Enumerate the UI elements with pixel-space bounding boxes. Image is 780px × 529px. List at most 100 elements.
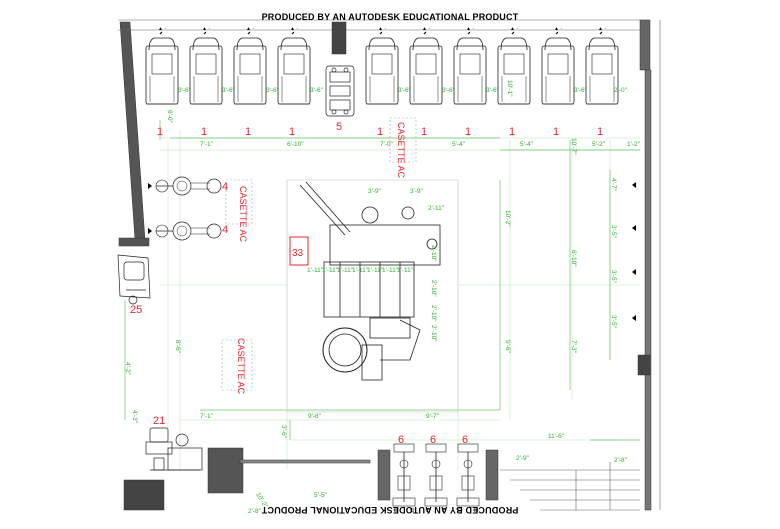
dimension-label: 3'-6" <box>266 87 280 94</box>
tag-bike: 4 <box>222 224 228 236</box>
dimension-label: 2'-8" <box>614 457 628 464</box>
dimension-label: 1'-11" <box>307 267 324 274</box>
dimensions-left: 6'-0" 4'-2" 4'-3" <box>124 110 173 424</box>
dimension-label: 1'-11" <box>352 267 369 274</box>
treadmill <box>233 25 267 105</box>
dimensions-row1: 7'-1" 6'-10" 7'-0" 5'-4" 5'-4" 5'-2" 1'-… <box>200 141 641 148</box>
tag-rower: 6 <box>430 434 436 446</box>
dimensions-long: 10'-2" 6'-10" 9'-6" 10'-7" 8'-6" <box>174 138 577 354</box>
dimension-label: 4'-2" <box>124 362 131 376</box>
tag-treadmill: 1 <box>509 126 515 138</box>
rowing-machine <box>424 443 448 513</box>
dimension-label: 2'-10" <box>430 245 437 262</box>
ac-label-left: CASETTE AC <box>238 186 248 243</box>
dimension-label: 6'-10" <box>287 141 304 148</box>
arrow-markers <box>148 182 636 321</box>
walls <box>118 19 652 511</box>
tag-treadmill: 1 <box>377 126 383 138</box>
dimension-label: 2'-10" <box>430 325 437 342</box>
dimension-label: 5'-4" <box>452 141 466 148</box>
dimension-label: 6'-10" <box>570 250 577 267</box>
dimension-label: 10'-2" <box>504 210 511 227</box>
rowing-machine <box>456 443 480 513</box>
dimension-label: 7'-1" <box>200 413 214 420</box>
dimension-label: 3'-9" <box>410 188 424 195</box>
tag-treadmill: 1 <box>245 126 251 138</box>
dimension-label: 5'-2" <box>592 141 606 148</box>
tag-treadmill: 1 <box>157 126 163 138</box>
dimension-label: 1'-11" <box>337 267 354 274</box>
dimension-label: 8'-6" <box>174 340 181 354</box>
dumbbell-rack <box>325 65 355 117</box>
dimension-label: 3'-6" <box>486 87 500 94</box>
dimensions-station: 3'-9" 3'-9" 2'-11" 1'-11" 1'-11" 1'-11" … <box>307 188 445 342</box>
treadmill <box>277 25 311 105</box>
treadmill <box>189 25 223 105</box>
dimension-label: 3'-6" <box>222 87 236 94</box>
dimension-label: 7'-3" <box>570 340 577 354</box>
dimension-label: 11'-6" <box>548 433 565 440</box>
treadmill <box>497 25 531 105</box>
ac-units <box>221 117 417 391</box>
tag-bike: 4 <box>222 181 228 193</box>
ac-label-top: CASETTE AC <box>396 122 406 179</box>
tag-treadmill: 1 <box>465 126 471 138</box>
treadmill <box>365 25 399 105</box>
dimension-label: 3'-5" <box>610 225 617 239</box>
dimension-label: 3'-6" <box>280 425 287 439</box>
dimension-label: 2'-8" <box>248 508 262 515</box>
dimension-label: 7'-1" <box>200 141 214 148</box>
tag-treadmill: 1 <box>201 126 207 138</box>
tag-rower: 6 <box>398 434 404 446</box>
tag-rack: 5 <box>336 121 342 133</box>
dimension-label: 9'-6" <box>504 340 511 354</box>
dimension-label: 1'-2" <box>627 141 641 148</box>
recumbent-bike <box>117 254 151 305</box>
dimension-label: 2'-9" <box>516 455 530 462</box>
multi-station <box>299 181 441 381</box>
treadmill-tags: 1 1 1 1 1 1 1 1 1 1 <box>157 126 603 138</box>
dimension-label: 3'-5" <box>610 315 617 329</box>
tag-multi: 21 <box>153 415 165 427</box>
dimension-label: 3'-6" <box>574 87 588 94</box>
dimension-tick-lines <box>124 120 640 441</box>
dimension-label: 6'-0" <box>166 110 173 124</box>
watermark-banner-top: PRODUCED BY AN AUTODESK EDUCATIONAL PROD… <box>261 12 519 22</box>
tag-treadmill: 1 <box>421 126 427 138</box>
tag-treadmill: 1 <box>553 126 559 138</box>
dimension-label: 2'-10" <box>430 305 437 322</box>
dimension-label: 7'-0" <box>380 141 394 148</box>
dimension-label: 1'-11" <box>397 267 414 274</box>
dimension-label: 3'-6" <box>178 87 192 94</box>
tag-rower: 6 <box>462 434 468 446</box>
dimension-label: 9'-8" <box>308 413 322 420</box>
dimension-label: 1'-11" <box>382 267 399 274</box>
cable-machine <box>145 427 203 471</box>
dimension-label: 2'-0" <box>614 87 628 94</box>
watermark-banner-bottom: PRODUCED BY AN AUTODESK EDUCATIONAL PROD… <box>261 505 519 515</box>
dimension-label: 2'-11" <box>428 205 445 212</box>
wall-outlines <box>118 19 661 511</box>
dimension-label: 4'-3" <box>131 410 138 424</box>
dimension-label: 1'-11" <box>322 267 339 274</box>
dimension-label: 3'-6" <box>442 87 456 94</box>
stationary-bike <box>155 221 222 241</box>
dimension-label: 9'-7" <box>426 413 440 420</box>
tag-station: 33 <box>292 248 304 259</box>
dimension-label: 4'-7" <box>610 178 617 192</box>
dimension-label: 3'-6" <box>398 87 412 94</box>
training-zone <box>286 179 459 413</box>
treadmill <box>409 25 443 105</box>
rowing-machine <box>392 443 416 513</box>
treadmill <box>145 25 179 105</box>
dimension-label: 3'-9" <box>368 188 382 195</box>
dimensions-treadmill-gaps: 3'-6" 3'-6" 3'-6" 3'-6" 3'-6" 3'-6" 3'-6… <box>178 80 628 97</box>
dimension-label: 10'-1" <box>506 80 513 97</box>
ac-label-middle: CASETTE AC <box>236 338 246 395</box>
treadmill <box>453 25 487 105</box>
dimension-label: 10'-7" <box>570 138 577 155</box>
dimensions-right: 4'-7" 3'-5" 3'-5" 3'-5" 7'-3" <box>570 178 617 354</box>
stationary-bike <box>155 176 222 196</box>
dimension-label: 3'-5" <box>610 270 617 284</box>
